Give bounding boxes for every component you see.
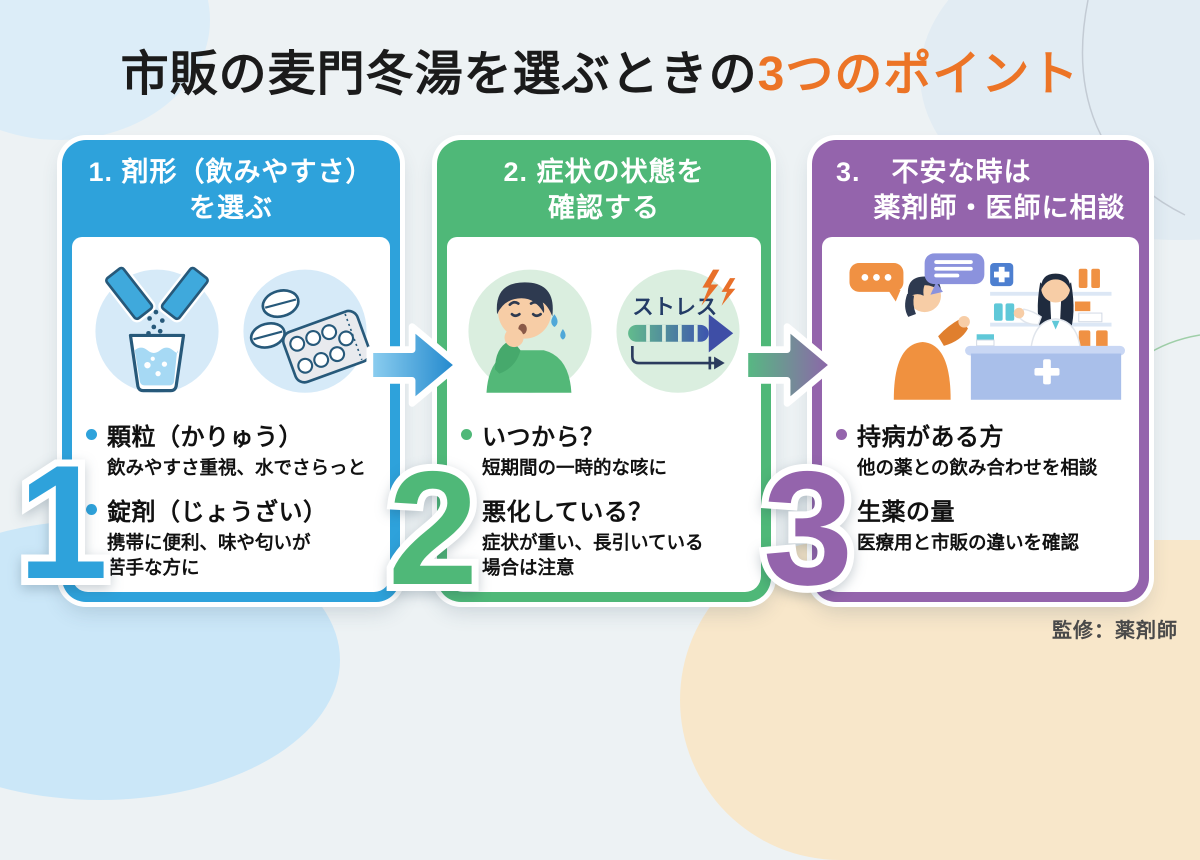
pharmacy-consultation-illustration [849,253,1125,400]
granules-glass-illustration [95,264,219,393]
bullet-granule: 顆粒（かりゅう） 飲みやすさ重視、水でさらっと [86,417,376,480]
lightning-bolt-icon [701,269,720,306]
supervision-credit: 監修：薬剤師 [1052,620,1178,642]
lightning-bolt-icon [721,278,736,306]
card1-body: 顆粒（かりゅう） 飲みやすさ重視、水でさらっと 錠剤（じょうざい） 携帯に便利、… [72,237,390,592]
pharmacist-figure [1013,273,1082,353]
granule-stick-packet-right [158,264,212,323]
speech-bubble-lines [924,253,985,295]
bullet-since-when: いつから？ 短期間の一時的な咳に [461,417,747,480]
bullet-worsening-title: 悪化している？ [482,499,653,527]
flow-arrow-1-icon [366,323,462,407]
card2-header-line2: 確認する [548,193,660,224]
card3-bullets: 持病がある方 他の薬との飲み合わせを相談 生薬の量 医療用と市販の違いを確認 [836,417,1125,556]
blister-pack [281,309,372,384]
card1-bullets: 顆粒（かりゅう） 飲みやすさ重視、水でさらっと 錠剤（じょうざい） 携帯に便利、… [86,417,376,580]
card3-illustration [836,249,1125,407]
bullet-worsening-desc: 症状が重い、長引いている 場合は注意 [482,532,704,578]
page-title-highlight: 3つのポイント [757,48,1080,101]
card1-illustrations [86,249,376,407]
bullet-dot [836,504,847,516]
card-dosage-form: 1. 剤形（飲みやすさ） を選ぶ [62,140,400,602]
bullet-worsening: 悪化している？ 症状が重い、長引いている 場合は注意 [461,492,747,580]
pharmacy-counter [965,334,1125,400]
bullet-dot [461,429,472,440]
card1-header-line2: を選ぶ [189,193,273,224]
card-symptom-check: 2. 症状の状態を 確認する [437,140,771,602]
card3-header: 3. 不安な時は 薬剤師・医師に相談 [812,140,1149,227]
page-title: 市販の麦門冬湯を選ぶときの3つのポイント [0,34,1200,104]
bullet-crude-drug-amount-desc: 医療用と市販の違いを確認 [857,532,1080,554]
cough-droplet [551,314,558,327]
card3-header-line1: 不安な時は [891,157,1032,187]
bullet-granule-title: 顆粒（かりゅう） [107,424,303,451]
bullet-dot [836,429,847,440]
stress-meter-illustration: ストレス [616,269,740,393]
card2-header-line1: 2. 症状の状態を [503,157,705,187]
card2-header: 2. 症状の状態を 確認する [437,140,771,227]
bullet-dot [86,504,97,516]
granule-stick-packet-left [102,264,156,323]
meter-arrow-head [708,314,734,353]
bullet-chronic-illness: 持病がある方 他の薬との飲み合わせを相談 [836,417,1125,480]
bullet-dot [86,429,97,440]
customer-figure [893,276,970,400]
bullet-tablet-title: 錠剤（じょうざい） [107,499,328,527]
step-number-3: 3 3 [756,438,860,619]
step-number-2: 2 2 [381,438,485,619]
stress-label: ストレス [632,296,717,319]
bullet-tablet-desc: 携帯に便利、味や匂いが 苦手な方に [107,532,311,578]
bullet-chronic-illness-title: 持病がある方 [857,424,1004,451]
card3-header-line2: 薬剤師・医師に相談 [873,193,1126,224]
bullet-granule-desc: 飲みやすさ重視、水でさらっと [107,457,367,478]
speech-bubble-dots [849,262,904,302]
card3-header-number: 3. [836,157,861,187]
card2-body: ストレス いつから？ 短期間の一時的な咳に 悪化している？ [447,237,761,592]
tablet-pill-2 [249,321,286,349]
page-title-text: 市販の麦門冬湯を選ぶときの [120,48,758,101]
card3-body: 持病がある方 他の薬との飲み合わせを相談 生薬の量 医療用と市販の違いを確認 [822,237,1139,592]
tablet-pill-1 [261,289,300,319]
bullet-tablet: 錠剤（じょうざい） 携帯に便利、味や匂いが 苦手な方に [86,492,376,580]
step-number-1: 1 1 [11,432,115,613]
card2-bullets: いつから？ 短期間の一時的な咳に 悪化している？ 症状が重い、長引いている 場合… [461,417,747,580]
flow-arrow-2-icon [741,323,837,407]
coughing-person-illustration [468,269,592,393]
cough-droplet [560,329,566,340]
card-consult-pharmacist: 3. 不安な時は 薬剤師・医師に相談 [812,140,1149,602]
card1-header-line1: 1. 剤形（飲みやすさ） [88,157,374,187]
bullet-since-when-desc: 短期間の一時的な咳に [482,457,668,478]
card2-illustrations: ストレス [461,249,747,407]
bullet-since-when-title: いつから？ [482,424,605,451]
bullet-chronic-illness-desc: 他の薬との飲み合わせを相談 [857,457,1098,478]
card1-header: 1. 剤形（飲みやすさ） を選ぶ [62,140,400,227]
bullet-dot [461,504,472,516]
bullet-crude-drug-amount-title: 生薬の量 [857,499,955,527]
bullet-crude-drug-amount: 生薬の量 医療用と市販の違いを確認 [836,492,1125,555]
tablets-blister-illustration [243,269,372,393]
